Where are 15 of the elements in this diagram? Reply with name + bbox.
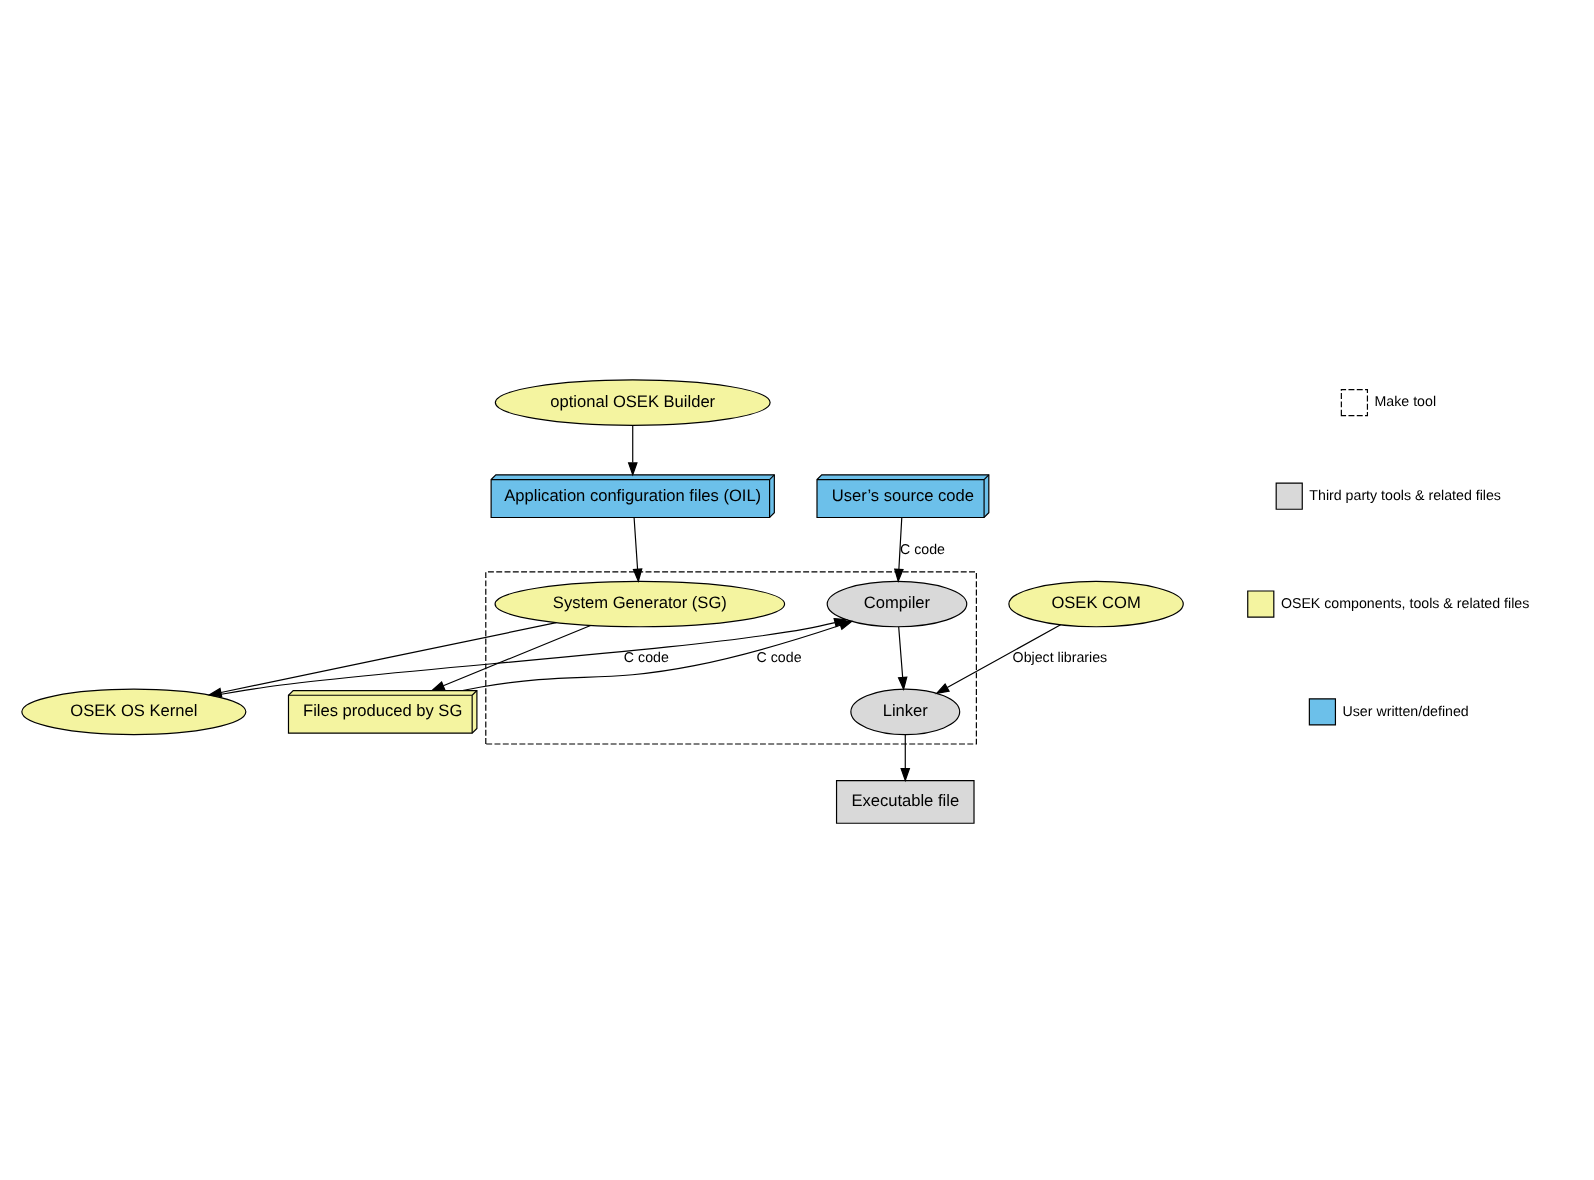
arrow bbox=[430, 623, 592, 691]
arrow bbox=[900, 733, 911, 782]
arrow bbox=[632, 516, 643, 582]
arrow bbox=[897, 625, 908, 690]
node-ellipse: Linker bbox=[850, 687, 961, 735]
node-box: Executable file bbox=[835, 779, 975, 823]
arrow bbox=[893, 516, 904, 582]
node-ellipse: System Generator (SG) bbox=[494, 579, 786, 627]
node-ellipse: optional OSEK Builder bbox=[494, 378, 771, 425]
arrow bbox=[627, 423, 638, 476]
arrow bbox=[212, 616, 849, 696]
arrow bbox=[207, 621, 557, 697]
arrow bbox=[935, 623, 1062, 694]
node-ellipse: OSEK COM bbox=[1008, 579, 1184, 627]
cluster bbox=[485, 570, 977, 744]
